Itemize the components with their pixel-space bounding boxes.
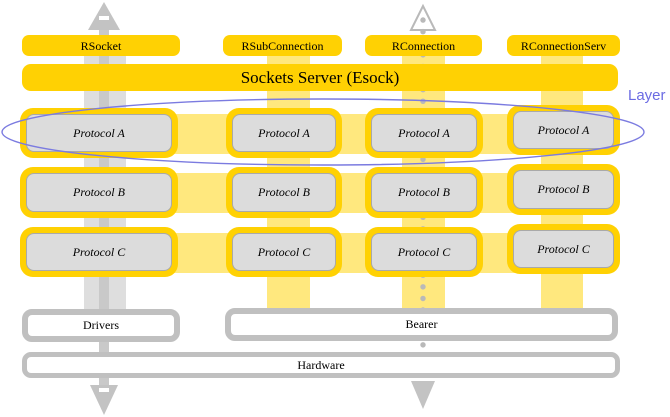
protocol-label: Protocol C xyxy=(257,244,311,259)
api-box-label: RSocket xyxy=(80,38,122,53)
api-box-rsubconnection: RSubConnection xyxy=(223,35,342,56)
api-box-rconnection: RConnection xyxy=(365,35,482,56)
arrowhead-dash xyxy=(99,16,109,20)
protocol-label: Protocol B xyxy=(398,185,450,199)
sockets-server-label: Sockets Server (Esock) xyxy=(240,67,400,87)
api-box-label: RConnectionServ xyxy=(520,38,607,53)
protocol-box-c4: Protocol C xyxy=(507,224,620,274)
hardware-box: Hardware xyxy=(22,352,620,378)
protocol-label: Protocol A xyxy=(258,125,310,140)
drivers-label: Drivers xyxy=(83,318,119,332)
hardware-label: Hardware xyxy=(297,357,345,372)
protocol-box-a3: Protocol A xyxy=(365,108,483,158)
arrowhead-dash xyxy=(99,388,109,392)
protocol-box-b2: Protocol B xyxy=(226,167,342,218)
bearer-label: Bearer xyxy=(405,317,438,331)
protocol-box-c3: Protocol C xyxy=(365,227,483,277)
layer-annotation-label: Layer xyxy=(628,87,666,104)
api-box-label: RSubConnection xyxy=(241,38,324,53)
protocol-label: Protocol A xyxy=(73,125,125,140)
protocol-label: Protocol B xyxy=(258,185,310,199)
up-arrow-solid-icon xyxy=(88,2,120,30)
protocol-box-a4: Protocol A xyxy=(507,105,620,155)
protocol-box-a2: Protocol A xyxy=(226,108,342,158)
down-arrow-solid-left-icon xyxy=(90,385,118,415)
protocol-label: Protocol C xyxy=(537,241,590,256)
api-box-rconnectionserv: RConnectionServ xyxy=(507,35,620,56)
protocol-label: Protocol B xyxy=(73,185,125,199)
protocol-box-b3: Protocol B xyxy=(365,167,483,218)
protocol-box-b1: Protocol B xyxy=(20,167,178,218)
drivers-box: Drivers xyxy=(22,309,180,342)
protocol-label: Protocol B xyxy=(537,182,590,196)
api-box-rsocket: RSocket xyxy=(22,35,180,56)
protocol-box-c1: Protocol C xyxy=(20,227,178,277)
protocol-label: Protocol A xyxy=(537,122,590,137)
protocol-label: Protocol A xyxy=(398,125,450,140)
sockets-server-bar: Sockets Server (Esock) xyxy=(22,64,618,91)
protocol-box-b4: Protocol B xyxy=(507,164,620,215)
bearer-box: Bearer xyxy=(225,308,618,341)
protocol-label: Protocol C xyxy=(72,244,126,259)
protocol-box-c2: Protocol C xyxy=(226,227,342,277)
protocol-label: Protocol C xyxy=(397,244,451,259)
up-arrow-outline-icon xyxy=(409,3,437,31)
api-box-label: RConnection xyxy=(391,38,456,53)
down-arrow-solid-right-icon xyxy=(411,381,435,409)
protocol-box-a1: Protocol A xyxy=(20,108,178,158)
